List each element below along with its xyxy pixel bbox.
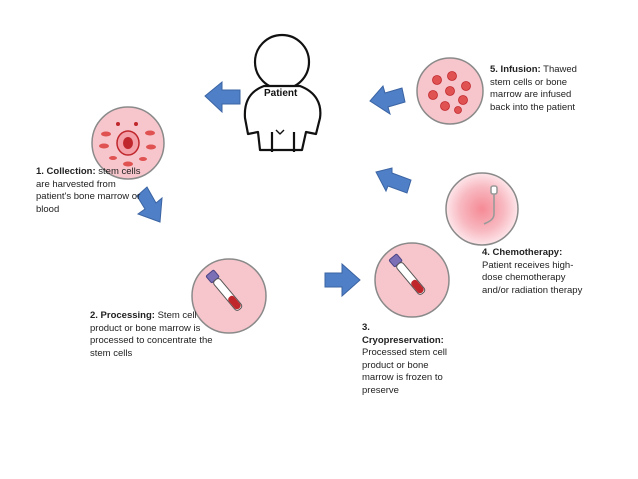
cell-icon	[99, 122, 156, 167]
step-title: 2. Processing:	[90, 310, 155, 321]
cryopreservation-circle	[374, 242, 450, 318]
cell-icon	[428, 71, 471, 114]
vial-icon	[388, 253, 426, 295]
step-text: Patient receives high-dose chemotherapy …	[482, 259, 583, 296]
step-text: Processed stem cell product or bone marr…	[362, 347, 448, 396]
collection-circle	[91, 106, 165, 180]
step-title: 3. Cryopreservation:	[362, 322, 444, 346]
arrow-chemo-to-patient	[375, 167, 412, 194]
patient-figure-icon	[243, 33, 322, 152]
step-chemotherapy: 4. Chemotherapy: Patient receives high-d…	[482, 247, 592, 297]
arrow-infusion-to-patient	[369, 84, 406, 116]
infusion-circle	[416, 57, 484, 125]
step-text: Thawed stem cells or bone marrow are inf…	[490, 64, 577, 113]
patient-label: Patient	[264, 88, 298, 99]
step-title: 4. Chemotherapy:	[482, 247, 563, 258]
processing-circle	[191, 258, 267, 334]
step-cryopreservation: 3. Cryopreservation: Processed stem cell…	[362, 322, 452, 397]
arrow-processing-to-cryo	[324, 262, 361, 298]
step-title: 5. Infusion:	[490, 64, 541, 75]
arrow-to-collection	[204, 80, 241, 114]
step-processing: 2. Processing: Stem cell product or bone…	[90, 310, 218, 360]
chemotherapy-circle	[445, 172, 519, 246]
vial-icon	[205, 269, 243, 311]
step-collection: 1. Collection: stem cells are harvested …	[36, 166, 142, 216]
step-title: 1. Collection:	[36, 166, 96, 177]
step-infusion: 5. Infusion: Thawed stem cells or bone m…	[490, 64, 582, 114]
iv-bag-icon	[483, 185, 498, 225]
step-text: Stem cell product or bone marrow is proc…	[90, 310, 213, 359]
step-text: stem cells are harvested from patient's …	[36, 166, 141, 215]
arrow-collection-to-processing	[136, 186, 163, 223]
